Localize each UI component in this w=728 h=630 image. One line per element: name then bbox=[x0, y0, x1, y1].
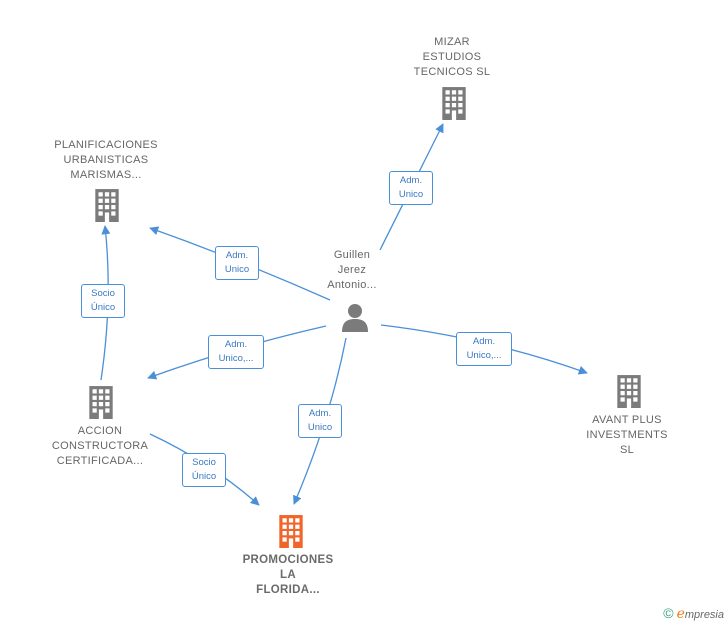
node-label-planificaciones[interactable]: PLANIFICACIONES URBANISTICAS MARISMAS... bbox=[54, 139, 158, 181]
building-icon[interactable] bbox=[279, 515, 303, 548]
building-icon[interactable] bbox=[89, 386, 113, 419]
building-icon[interactable] bbox=[442, 87, 466, 120]
edge-label-guillen-accion: Adm. Unico,... bbox=[208, 335, 264, 369]
node-label-guillen[interactable]: Guillen Jerez Antonio... bbox=[327, 249, 377, 291]
building-icon[interactable] bbox=[95, 189, 119, 222]
empresia-logo-text: mpresia bbox=[684, 609, 724, 621]
edge-label-guillen-avant: Adm. Unico,... bbox=[456, 332, 512, 366]
copyright-icon: © bbox=[663, 605, 674, 621]
edge-label-guillen-mizar: Adm. Unico bbox=[389, 171, 433, 205]
empresia-watermark: © empresia bbox=[663, 605, 724, 622]
node-label-avant[interactable]: AVANT PLUS INVESTMENTS SL bbox=[586, 414, 668, 456]
person-icon[interactable] bbox=[342, 304, 368, 332]
edge-label-accion-planificaciones: Socio Único bbox=[81, 284, 125, 318]
node-label-accion[interactable]: ACCION CONSTRUCTORA CERTIFICADA... bbox=[51, 425, 149, 467]
node-icons bbox=[89, 87, 641, 548]
node-label-promociones[interactable]: PROMOCIONES LA FLORIDA... bbox=[242, 554, 334, 596]
edge-label-accion-promociones: Socio Único bbox=[182, 453, 226, 487]
edge-label-guillen-planificaciones: Adm. Unico bbox=[215, 246, 259, 280]
node-label-mizar[interactable]: MIZAR ESTUDIOS TECNICOS SL bbox=[413, 36, 491, 78]
building-icon[interactable] bbox=[617, 375, 641, 408]
empresia-logo-initial: e bbox=[676, 606, 685, 622]
edges bbox=[100, 123, 588, 506]
edge-label-guillen-promociones: Adm. Unico bbox=[298, 404, 342, 438]
